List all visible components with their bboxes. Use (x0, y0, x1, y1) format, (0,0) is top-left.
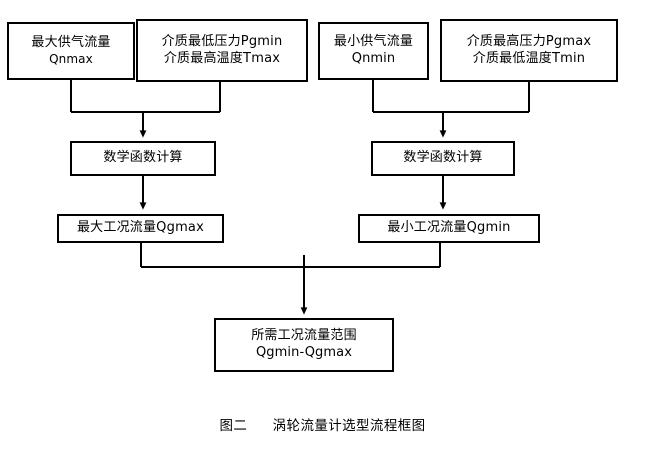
figure-caption: 图二 涡轮流量计选型流程框图 (0, 414, 645, 434)
node-math-calc-right[interactable]: 数学函数计算 (371, 141, 515, 176)
node-math-calc-right-label: 数学函数计算 (403, 150, 483, 166)
node-max-supply-flow-line1: 最大供气流量 (31, 35, 111, 50)
node-min-working-flow[interactable]: 最小工况流量Qgmin (358, 214, 540, 243)
node-medium-min-pressure-max-temp[interactable]: 介质最低压力Pgmin 介质最高温度Tmax (136, 19, 308, 82)
node-medium-max-pressure-min-temp[interactable]: 介质最高压力Pgmax 介质最低温度Tmin (440, 19, 618, 82)
node-math-calc-left[interactable]: 数学函数计算 (70, 141, 216, 176)
node-max-supply-flow-line2: Qnmax (49, 51, 93, 66)
node-max-supply-flow[interactable]: 最大供气流量 Qnmax (7, 22, 135, 80)
figure-caption-title: 涡轮流量计选型流程框图 (272, 418, 426, 434)
node-min-supply-flow-line1: 最小供气流量 (333, 34, 414, 50)
node-required-flow-range-line2: Qgmin-Qgmax (255, 345, 353, 360)
node-min-working-flow-label: 最小工况流量Qgmin (387, 220, 511, 236)
node-required-flow-range[interactable]: 所需工况流量范围 Qgmin-Qgmax (214, 318, 394, 372)
node-math-calc-left-label: 数学函数计算 (103, 150, 183, 166)
node-medium-max-pressure-min-temp-line2: 介质最低温度Tmin (472, 50, 586, 66)
node-medium-max-pressure-min-temp-line1: 介质最高压力Pgmax (466, 33, 592, 49)
node-min-supply-flow-line2: Qnmin (351, 51, 396, 66)
node-required-flow-range-line1: 所需工况流量范围 (251, 328, 357, 344)
node-medium-min-pressure-max-temp-line1: 介质最低压力Pgmin (161, 33, 283, 49)
node-max-working-flow[interactable]: 最大工况流量Qgmax (57, 214, 224, 243)
node-medium-min-pressure-max-temp-line2: 介质最高温度Tmax (163, 50, 281, 66)
node-min-supply-flow[interactable]: 最小供气流量 Qnmin (318, 22, 429, 80)
node-max-working-flow-label: 最大工况流量Qgmax (76, 220, 204, 236)
figure-caption-label: 图二 (219, 418, 248, 434)
